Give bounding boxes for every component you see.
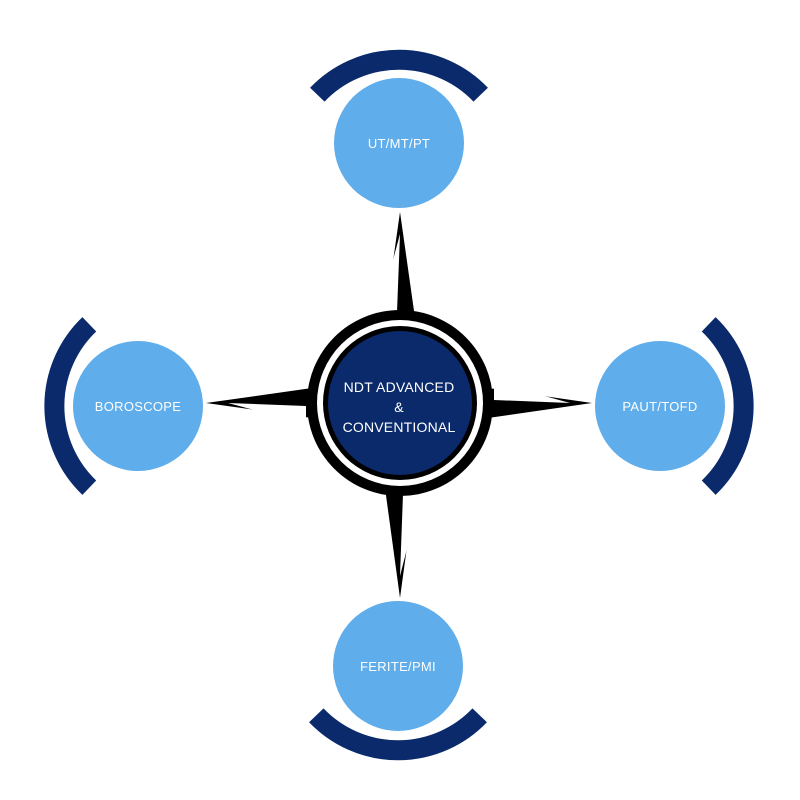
node-right: PAUT/TOFD [595, 317, 754, 495]
needle-right-light [494, 382, 570, 403]
needle-up-light [379, 234, 400, 312]
node-top-circle [334, 78, 464, 208]
arc-top [310, 49, 488, 102]
center-title-line-2: & [394, 399, 404, 415]
node-top-label: UT/MT/PT [368, 136, 430, 151]
arc-right [701, 317, 754, 495]
node-right-label: PAUT/TOFD [622, 399, 697, 414]
center-core [328, 331, 472, 475]
needle-down-light [400, 494, 421, 576]
arc-bottom [309, 708, 487, 761]
center-title-line-3: CONVENTIONAL [343, 419, 456, 435]
node-left-circle [73, 341, 203, 471]
node-bottom-label: FERITE/PMI [360, 659, 436, 674]
node-right-circle [595, 341, 725, 471]
compass-needles [206, 212, 592, 598]
node-left-label: BOROSCOPE [95, 399, 182, 414]
arc-left [44, 317, 97, 495]
node-left: BOROSCOPE [44, 317, 203, 495]
center-hub: NDT ADVANCED & CONVENTIONAL [307, 310, 493, 496]
node-bottom: FERITE/PMI [309, 601, 487, 761]
node-bottom-circle [333, 601, 463, 731]
center-title-line-1: NDT ADVANCED [344, 379, 455, 395]
node-top: UT/MT/PT [310, 49, 488, 208]
needle-left-light [228, 403, 306, 424]
